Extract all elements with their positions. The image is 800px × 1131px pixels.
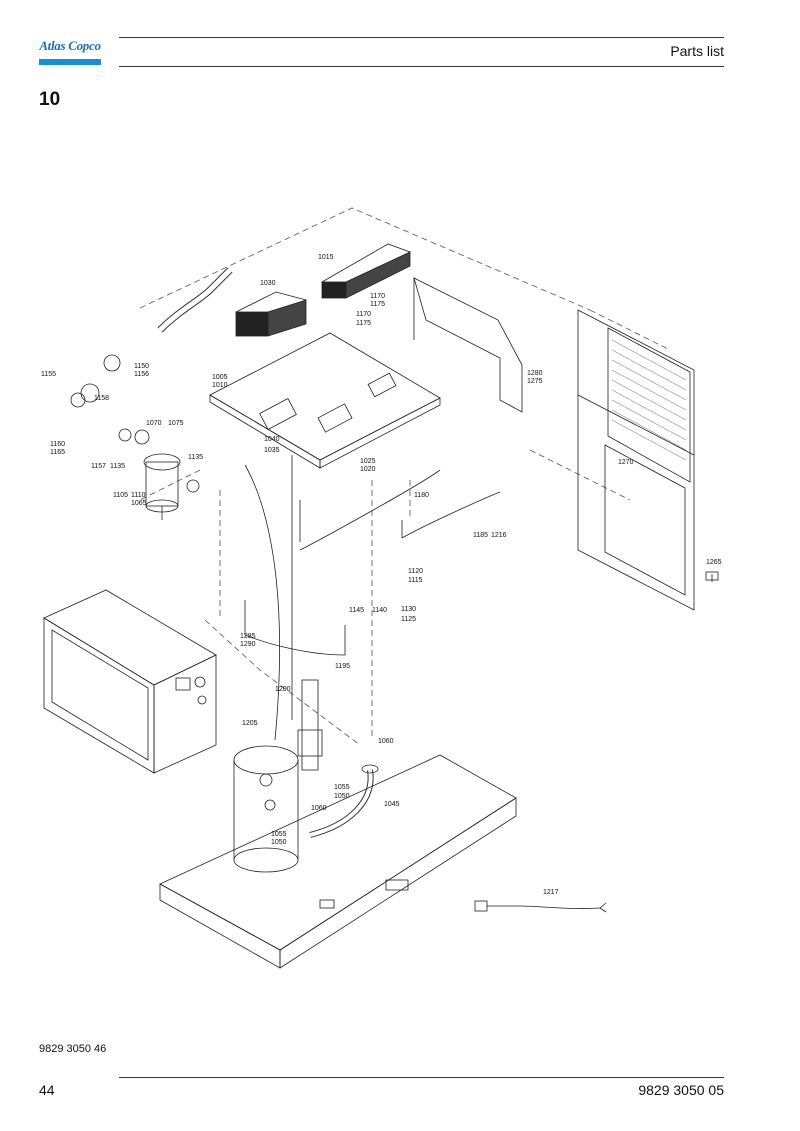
callout: 1155: [41, 371, 56, 378]
filter-housing-1065: [143, 453, 181, 520]
callout: 1010: [212, 382, 228, 389]
callout: 1050: [334, 793, 350, 800]
callout: 1130: [401, 606, 416, 613]
callout: 1157: [91, 463, 106, 470]
header-title: Parts list: [670, 43, 724, 59]
pipe-1180: [299, 469, 441, 551]
callout: 1270: [618, 459, 634, 466]
callout: 1015: [318, 254, 334, 261]
callout: 1156: [134, 371, 149, 378]
callout: 1025: [360, 458, 376, 465]
callout: 1185: [473, 532, 488, 539]
assembly-guide-lines: [139, 207, 671, 746]
side-bracket: [413, 277, 523, 413]
callout: 1105: [113, 492, 128, 499]
callout: 1280: [527, 370, 543, 377]
callout: 1035: [264, 447, 280, 454]
callout: 1055: [334, 784, 350, 791]
electrical-cabinet: [43, 589, 217, 774]
callout: 1055: [271, 831, 287, 838]
callout: 1170: [370, 293, 385, 300]
callout: 1135: [110, 463, 125, 470]
callout: 1290: [240, 641, 256, 648]
callout: 1216: [491, 532, 507, 539]
heat-exchanger-1015: [321, 243, 411, 299]
callout: 1060: [378, 738, 394, 745]
callout: 1158: [94, 395, 109, 402]
callout: 1060: [311, 805, 327, 812]
callout: 1075: [168, 420, 184, 427]
callout: 1150: [134, 363, 149, 370]
callout: 1170: [356, 311, 371, 318]
document-code: 9829 3050 46: [39, 1043, 107, 1055]
atlas-copco-logo: Atlas Copco: [39, 37, 101, 67]
section-number: 10: [39, 89, 61, 110]
callout: 1050: [271, 839, 287, 846]
callout: 1040: [264, 436, 280, 443]
callout: 1160: [50, 441, 65, 448]
logo-bar: [39, 59, 101, 65]
page-number: 44: [39, 1082, 55, 1098]
header-top-rule: [119, 37, 724, 38]
top-tray: [209, 332, 441, 461]
callout: 1110: [131, 492, 146, 499]
callout: 1175: [370, 301, 385, 308]
callout: 1265: [706, 559, 722, 566]
callout: 1065: [131, 500, 147, 507]
footer-rule: [119, 1077, 724, 1078]
callout-labels: 1005 1010 1015 1020 1025 1030 1035 1040 …: [41, 254, 722, 896]
heat-exchanger-1030: [234, 291, 308, 337]
logo-wordmark: Atlas Copco: [39, 38, 101, 53]
callout: 1005: [212, 374, 228, 381]
callout: 1140: [372, 607, 387, 614]
callout: 1285: [240, 633, 256, 640]
callout: 1030: [260, 280, 276, 287]
callout: 1020: [360, 466, 376, 473]
callout: 1070: [146, 420, 162, 427]
callout: 1120: [408, 568, 423, 575]
callout: 1217: [543, 889, 559, 896]
pipe-1185: [401, 491, 501, 539]
exploded-parts-diagram: 1005 1010 1015 1020 1025 1030 1035 1040 …: [41, 207, 722, 969]
page-code: 9829 3050 05: [638, 1082, 724, 1098]
pipe-1195: [244, 600, 346, 656]
callout: 1145: [349, 607, 364, 614]
callout: 1180: [414, 492, 429, 499]
callout: 1205: [242, 720, 258, 727]
front-frame-panel: [577, 309, 695, 611]
separator-1200: [297, 679, 323, 771]
callout: 1045: [384, 801, 400, 808]
callout: 1115: [408, 577, 423, 584]
compressor: [233, 745, 299, 873]
callout: 1135: [188, 454, 203, 461]
flexible-hose: [244, 464, 280, 741]
callout: 1125: [401, 616, 416, 623]
callout: 1200: [275, 686, 291, 693]
callout: 1165: [50, 449, 65, 456]
callout: 1275: [527, 378, 543, 385]
callout: 1175: [356, 320, 371, 327]
base-frame: [159, 754, 517, 969]
sensor-cable-1217: [474, 900, 607, 913]
callout: 1195: [335, 663, 350, 670]
header-bottom-rule: [119, 66, 724, 67]
